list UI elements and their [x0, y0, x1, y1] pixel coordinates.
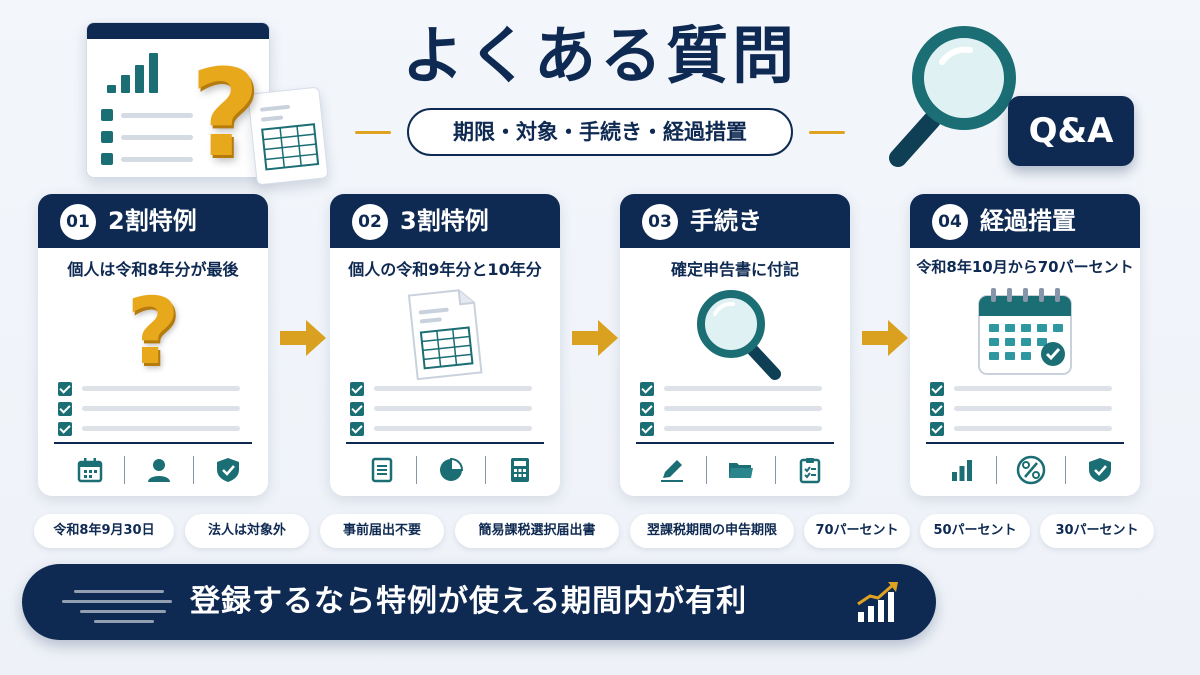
summary-banner: 登録するなら特例が使える期間内が有利 — [22, 564, 936, 640]
card-3wari-tokurei: 02 3割特例 個人の令和9年分と10年分 — [330, 194, 560, 496]
checkbox-icon — [58, 422, 72, 436]
speed-line — [62, 600, 172, 603]
checkbox-icon — [350, 382, 364, 396]
card-title: 手続き — [690, 207, 762, 235]
tag-deadline: 令和8年9月30日 — [34, 514, 174, 548]
pencil-icon — [634, 452, 710, 488]
checklist-item — [930, 402, 1125, 416]
checklist-item — [350, 382, 545, 396]
card-title: 3割特例 — [400, 207, 489, 235]
speed-line — [94, 620, 154, 623]
checklist-item — [58, 402, 253, 416]
tag-next-filing-deadline: 翌課税期間の申告期限 — [630, 514, 794, 548]
subtitle-block: 期限・対象・手続き・経過措置 — [355, 108, 845, 156]
card-description: 確定申告書に付記 — [670, 260, 799, 279]
calendar-icon — [52, 452, 128, 488]
arrow-right-icon — [862, 320, 908, 356]
qa-badge: Q&A — [1008, 96, 1134, 166]
checkbox-icon — [350, 422, 364, 436]
tag-simplified-tax-form: 簡易課税選択届出書 — [455, 514, 619, 548]
shield-check-icon — [190, 452, 266, 488]
checklist-item — [640, 382, 835, 396]
card-header: 01 2割特例 — [38, 194, 268, 248]
dashboard-illustration — [86, 22, 270, 178]
checkbox-icon — [930, 422, 944, 436]
card-number: 03 — [642, 204, 678, 240]
magnifier-icon — [675, 284, 795, 380]
checkbox-icon — [930, 402, 944, 416]
spreadsheet-document-icon — [385, 284, 505, 381]
tag-corporation-excluded: 法人は対象外 — [185, 514, 309, 548]
calculator-icon — [482, 452, 558, 488]
checkbox-icon — [640, 402, 654, 416]
card-title: 2割特例 — [108, 207, 197, 235]
clipboard-check-icon — [772, 452, 848, 488]
checklist-item — [930, 422, 1125, 436]
folder-icon — [703, 452, 779, 488]
checklist-item — [640, 402, 835, 416]
checklist-item — [58, 422, 253, 436]
person-icon — [121, 452, 197, 488]
document-list-icon — [344, 452, 420, 488]
subtitle-pill: 期限・対象・手続き・経過措置 — [407, 108, 793, 156]
spreadsheet-document-icon — [247, 86, 329, 186]
checkbox-icon — [101, 131, 113, 143]
card-title: 経過措置 — [980, 207, 1076, 235]
magnifier-icon — [889, 26, 1016, 167]
bar-chart-icon — [924, 452, 1000, 488]
card-header: 03 手続き — [620, 194, 850, 248]
growth-chart-icon — [857, 582, 898, 622]
card-keika-sochi: 04 経過措置 令和8年10月から70パーセント — [910, 194, 1140, 496]
bar-chart-icon — [107, 85, 116, 93]
speed-line — [80, 610, 166, 613]
tag-70-percent: 70パーセント — [804, 514, 910, 548]
tag-50-percent: 50パーセント — [920, 514, 1030, 548]
arrow-right-icon — [280, 320, 326, 356]
checkbox-icon — [640, 382, 654, 396]
checkbox-icon — [101, 153, 113, 165]
tag-no-prior-notice: 事前届出不要 — [320, 514, 444, 548]
card-header: 02 3割特例 — [330, 194, 560, 248]
checkbox-icon — [101, 109, 113, 121]
page-title: よくある質問 — [401, 19, 798, 92]
question-mark-icon: ? — [126, 278, 180, 385]
checklist-item — [350, 402, 545, 416]
checkbox-icon — [58, 402, 72, 416]
card-number: 04 — [932, 204, 968, 240]
card-description: 個人の令和9年分と10年分 — [348, 260, 542, 279]
banner-text: 登録するなら特例が使える期間内が有利 — [190, 584, 748, 619]
checkbox-icon — [640, 422, 654, 436]
speed-line — [74, 590, 164, 593]
checklist-item — [350, 422, 545, 436]
subtitle-right-rule — [809, 131, 845, 134]
checkbox-icon — [58, 382, 72, 396]
tag-30-percent: 30パーセント — [1040, 514, 1154, 548]
shield-check-icon — [1062, 452, 1138, 488]
card-tetsuzuki: 03 手続き 確定申告書に付記 — [620, 194, 850, 496]
checkbox-icon — [930, 382, 944, 396]
checklist-item — [58, 382, 253, 396]
pie-chart-icon — [413, 452, 489, 488]
card-number: 01 — [60, 204, 96, 240]
checkbox-icon — [350, 402, 364, 416]
card-2wari-tokurei: 01 2割特例 個人は令和8年分が最後 ? — [38, 194, 268, 496]
subtitle-left-rule — [355, 131, 391, 134]
card-description: 令和8年10月から70パーセント — [916, 258, 1134, 276]
card-number: 02 — [352, 204, 388, 240]
checklist-item — [930, 382, 1125, 396]
calendar-icon — [965, 284, 1085, 380]
card-header: 04 経過措置 — [910, 194, 1140, 248]
question-mark-icon: ? — [190, 45, 260, 184]
card-description: 個人は令和8年分が最後 — [67, 260, 239, 279]
window-title-bar — [87, 23, 269, 39]
arrow-right-icon — [572, 320, 618, 356]
checklist-item — [640, 422, 835, 436]
percent-icon — [993, 452, 1069, 488]
